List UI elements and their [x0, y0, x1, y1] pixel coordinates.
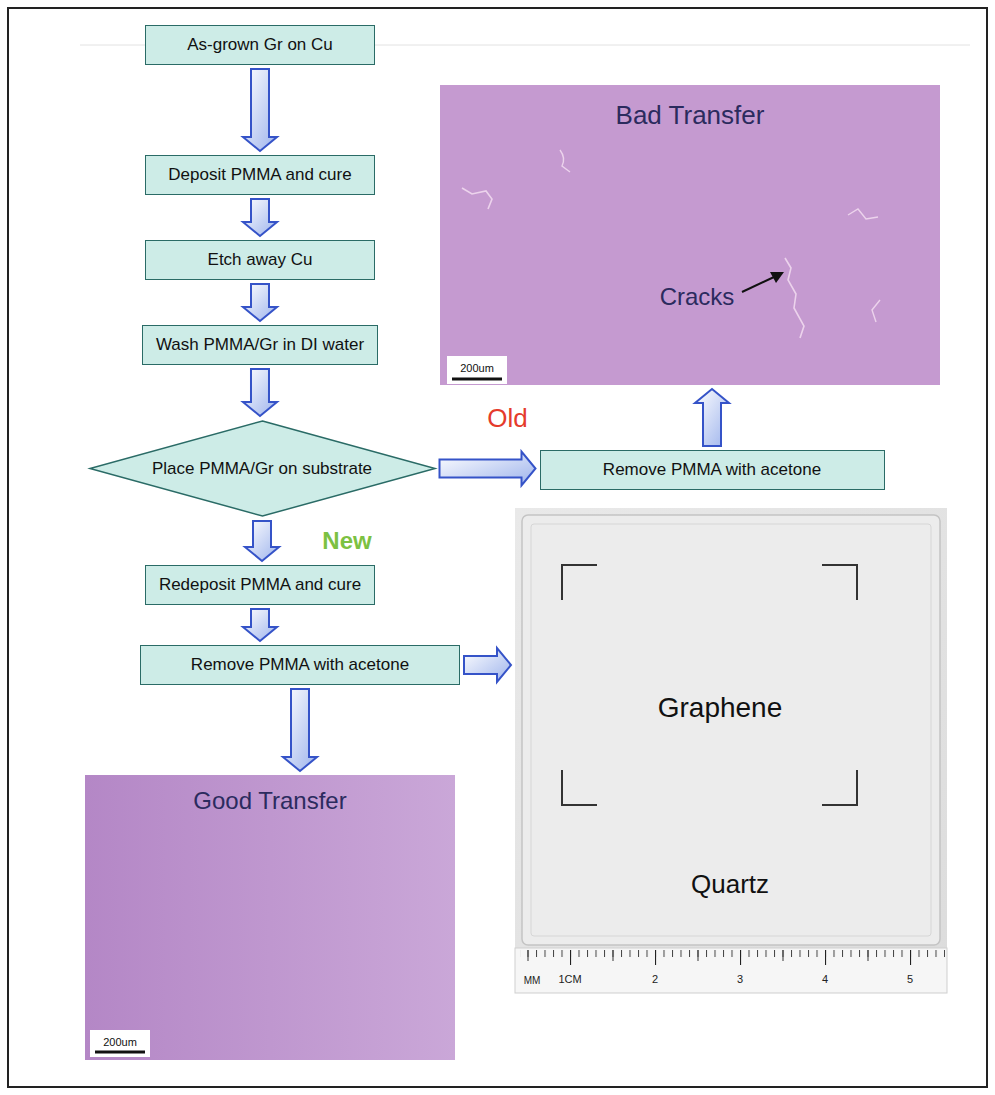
ruler: [515, 948, 947, 993]
image-caption: Graphene: [658, 692, 783, 724]
image-caption: Quartz: [691, 870, 769, 900]
scale-bar: [452, 378, 502, 381]
step-text: Deposit PMMA and cure: [168, 165, 351, 185]
step-text: Remove PMMA with acetone: [603, 460, 821, 480]
corner-bracket: [562, 770, 597, 805]
callout-leader: [742, 277, 774, 292]
process-box: Remove PMMA with acetone: [140, 645, 460, 685]
block-arrow: [464, 648, 511, 682]
process-box: As-grown Gr on Cu: [145, 25, 375, 65]
block-arrow: [440, 452, 536, 486]
corner-bracket: [822, 770, 857, 805]
process-box: Redeposit PMMA and cure: [145, 565, 375, 605]
callout-label: Cracks: [660, 283, 735, 310]
quartz-photo: GrapheneQuartz: [515, 508, 947, 993]
ruler-number: 5: [907, 973, 913, 985]
micrograph-background: [85, 775, 455, 1060]
ruler-number: 2: [652, 973, 658, 985]
branch-label: Old: [487, 403, 527, 433]
ruler-ticks: [520, 950, 945, 966]
step-text: As-grown Gr on Cu: [187, 35, 333, 55]
step-text: Place PMMA/Gr on substrate: [152, 459, 372, 479]
block-arrow: [245, 521, 279, 561]
crack-line: [872, 300, 880, 322]
scale-bar: [95, 1051, 145, 1054]
process-box: Etch away Cu: [145, 240, 375, 280]
block-arrow: [243, 369, 277, 416]
quartz-plate: [522, 515, 940, 945]
block-arrow: [695, 389, 729, 446]
scale-bar-label: 200um: [460, 362, 494, 374]
image-caption: Bad Transfer: [616, 101, 765, 131]
micrograph: Bad Transfer: [440, 85, 940, 385]
crack-line: [785, 258, 804, 338]
callout-arrowhead: [770, 272, 784, 283]
block-arrow: [243, 609, 277, 641]
ruler-unit: MM: [524, 975, 541, 986]
figure-frame: [8, 8, 987, 1087]
scale-bar-box: [90, 1030, 150, 1057]
crack-line: [462, 188, 492, 209]
branch-label: New: [322, 527, 371, 554]
process-box: Deposit PMMA and cure: [145, 155, 375, 195]
micrograph-background: [440, 85, 940, 385]
crack-line: [560, 150, 570, 172]
decision-diamond: Place PMMA/Gr on substrate: [89, 420, 436, 517]
crack-line: [848, 209, 878, 219]
scale-bar-label: 200um: [103, 1036, 137, 1048]
ruler-number: 4: [822, 973, 828, 985]
step-text: Remove PMMA with acetone: [191, 655, 409, 675]
block-arrow: [243, 69, 277, 151]
block-arrow: [243, 284, 277, 321]
photo-background: [515, 508, 947, 993]
step-text: Etch away Cu: [208, 250, 313, 270]
diamond-shape: [90, 421, 435, 516]
ruler-number: 1CM: [558, 973, 581, 985]
step-text: Redeposit PMMA and cure: [159, 575, 361, 595]
ruler-number: 3: [737, 973, 743, 985]
block-arrow: [243, 199, 277, 236]
corner-bracket: [562, 565, 597, 600]
process-box: Wash PMMA/Gr in DI water: [142, 325, 378, 365]
block-arrow: [283, 689, 317, 771]
process-box: Remove PMMA with acetone: [540, 450, 885, 490]
micrograph: Good Transfer: [85, 775, 455, 1060]
quartz-plate-bevel: [531, 524, 931, 936]
image-caption: Good Transfer: [193, 787, 346, 815]
step-text: Wash PMMA/Gr in DI water: [156, 335, 364, 355]
corner-bracket: [822, 565, 857, 600]
scale-bar-box: [447, 356, 507, 384]
